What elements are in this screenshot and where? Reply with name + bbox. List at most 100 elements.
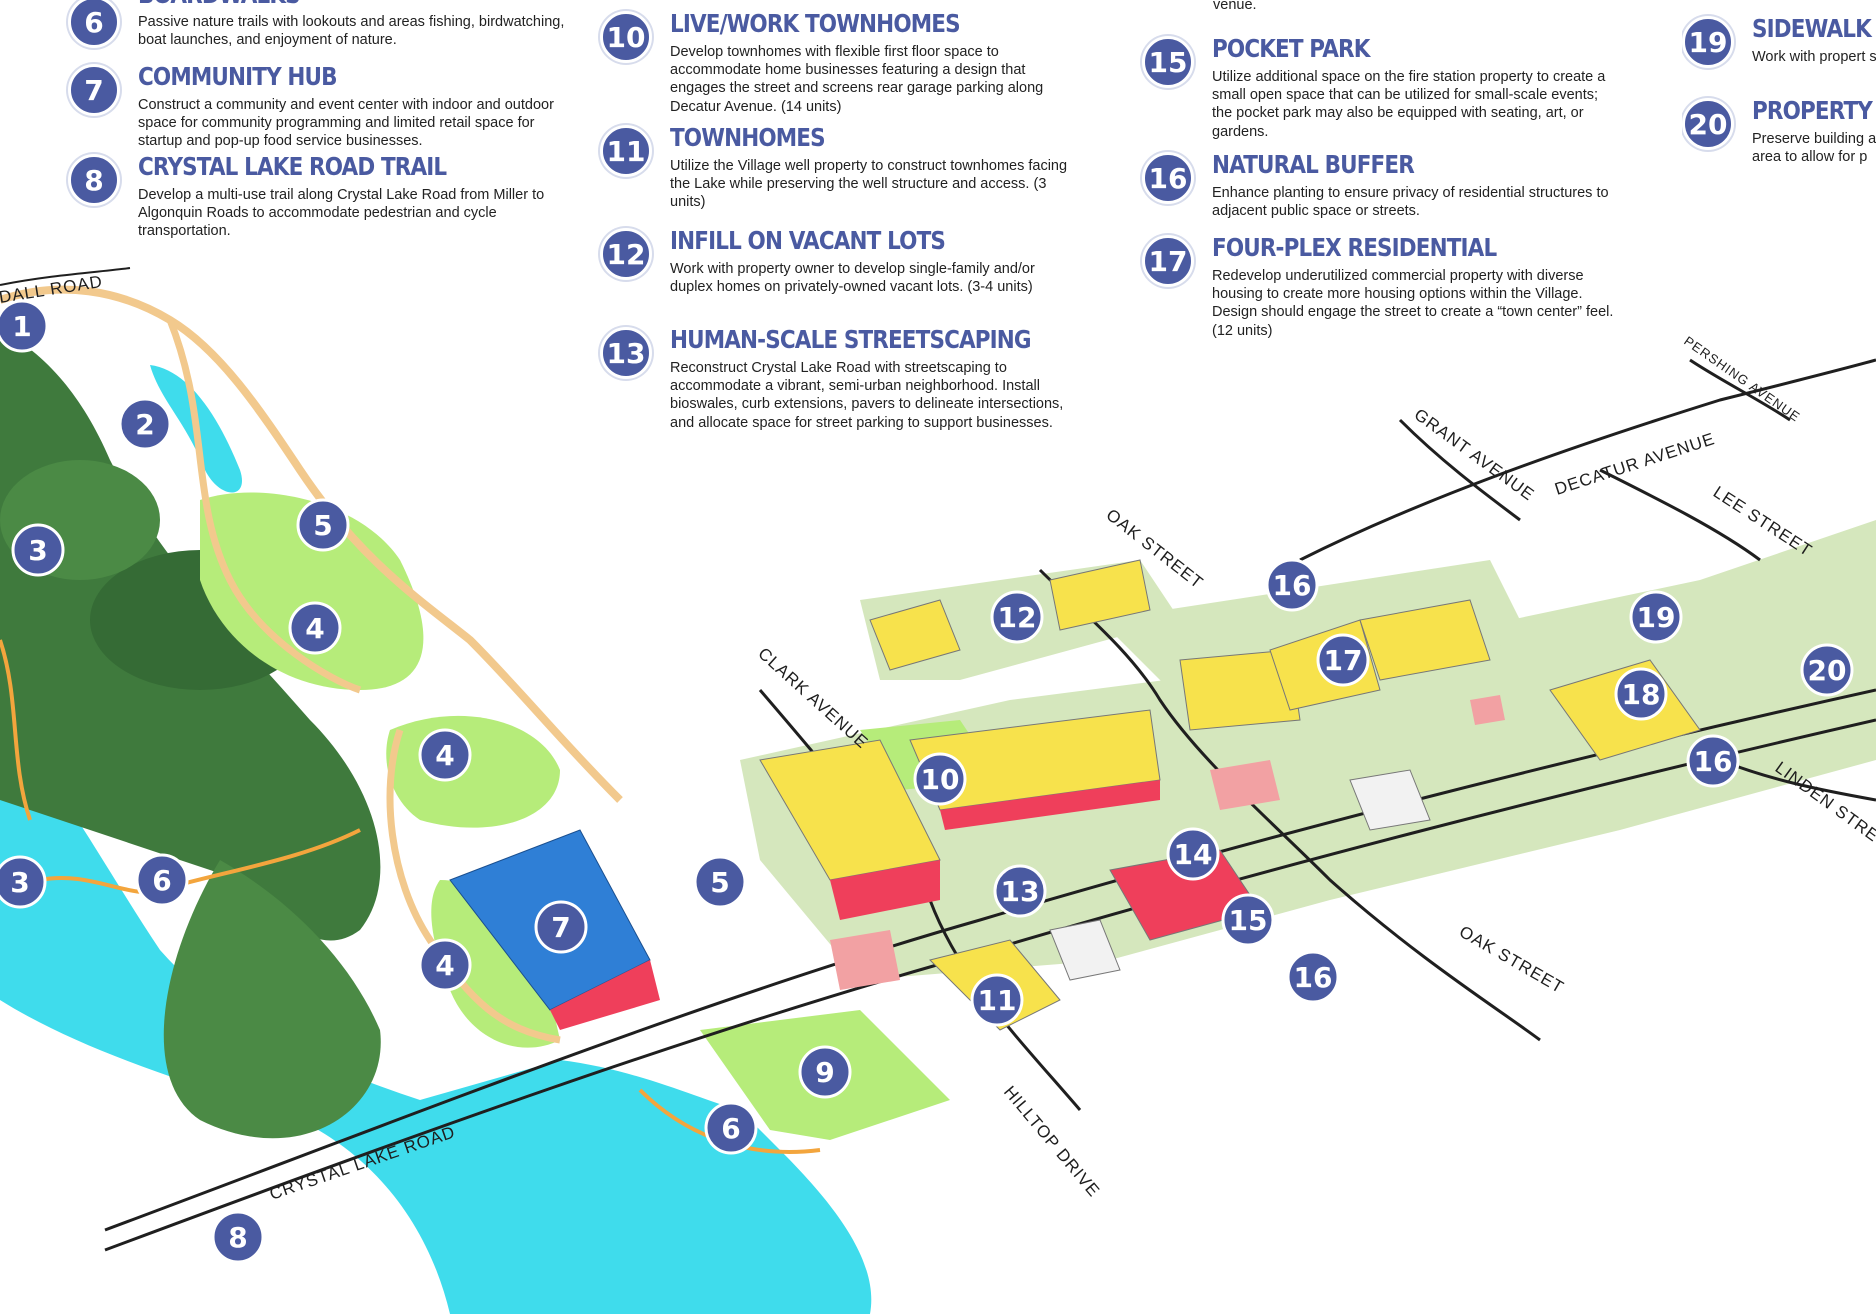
legend-badge: 10 xyxy=(600,11,652,63)
legend-item-16-natural-buffer: 16 NATURAL BUFFER Enhance planting to en… xyxy=(1142,150,1622,220)
map-marker-9: 9 xyxy=(798,1045,852,1099)
legend-badge: 8 xyxy=(68,154,120,206)
legend-title: COMMUNITY HUB xyxy=(138,62,338,91)
legend-item-13-human-scale-streetscaping: 13 HUMAN-SCALE STREETSCAPING Reconstruct… xyxy=(600,325,1070,445)
legend-badge: 15 xyxy=(1142,36,1194,88)
map-marker-19: 19 xyxy=(1629,590,1683,644)
map-marker-label: 1 xyxy=(12,310,31,343)
legend-badge: 20 xyxy=(1682,98,1734,150)
map-marker-label: 13 xyxy=(1001,875,1040,908)
street-label-oak-street-south: OAK STREET xyxy=(1456,922,1567,997)
legend-item-11-townhomes: 11 TOWNHOMES Utilize the Village well pr… xyxy=(600,123,1070,213)
map-marker-label: 6 xyxy=(721,1112,740,1145)
legend-badge: 6 xyxy=(68,0,120,48)
street-label-hilltop-drive: HILLTOP DRIVE xyxy=(1000,1082,1104,1200)
crystal-lake-road-north-edge xyxy=(104,688,1876,1232)
intersections xyxy=(830,695,1505,990)
map-marker-6: 6 xyxy=(135,853,189,907)
map-marker-label: 5 xyxy=(710,866,729,899)
map-marker-label: 18 xyxy=(1622,678,1661,711)
legend-description: Develop a multi-use trail along Crystal … xyxy=(138,187,545,240)
legend-badge: 7 xyxy=(68,64,120,116)
map-marker-1: 1 xyxy=(0,299,49,353)
map-marker-13: 13 xyxy=(993,864,1047,918)
map-marker-label: 10 xyxy=(921,763,960,796)
lake xyxy=(0,720,872,1314)
map-marker-label: 20 xyxy=(1808,654,1847,687)
legend-badge: 12 xyxy=(600,228,652,280)
map-marker-label: 2 xyxy=(135,408,154,441)
legend-item-6-boardwalks: 6 BOARDWALKS Passive nature trails with … xyxy=(68,0,588,64)
map-marker-16: 16 xyxy=(1265,558,1319,612)
map-marker-16: 16 xyxy=(1286,950,1340,1004)
legend-title: TOWNHOMES xyxy=(670,123,826,152)
map-marker-6: 6 xyxy=(704,1101,758,1155)
map-marker-10: 10 xyxy=(913,752,967,806)
map-marker-label: 16 xyxy=(1694,745,1733,778)
map-marker-3: 3 xyxy=(0,855,47,909)
legend-item-19-sidewalk-extension: 19 SIDEWALK EX Work with propert sides o… xyxy=(1682,14,1876,84)
map-marker-label: 16 xyxy=(1294,961,1333,994)
map-marker-20: 20 xyxy=(1800,643,1854,697)
legend-description: Preserve building a area to allow for p xyxy=(1752,131,1876,166)
cut-off-text-fragment: venue. xyxy=(1213,0,1257,13)
legend-item-20-property-oversight: 20 PROPERTY OV Preserve building a area … xyxy=(1682,96,1876,166)
legend-item-8-crystal-lake-road-trail: 8 CRYSTAL LAKE ROAD TRAIL Develop a mult… xyxy=(68,152,588,242)
legend-badge: 11 xyxy=(600,125,652,177)
legend-description: Develop townhomes with flexible first fl… xyxy=(670,44,1044,115)
map-marker-label: 8 xyxy=(228,1221,247,1254)
legend-description: Redevelop underutilized commercial prope… xyxy=(1212,268,1614,339)
legend-description: Enhance planting to ensure privacy of re… xyxy=(1212,185,1609,220)
map-marker-11: 11 xyxy=(970,973,1024,1027)
legend-title: PROPERTY OV xyxy=(1752,96,1876,125)
map-marker-16: 16 xyxy=(1686,734,1740,788)
map-marker-14: 14 xyxy=(1166,827,1220,881)
map-marker-4: 4 xyxy=(288,601,342,655)
legend-title: CRYSTAL LAKE ROAD TRAIL xyxy=(138,152,447,181)
map-marker-label: 19 xyxy=(1637,601,1676,634)
map-marker-15: 15 xyxy=(1221,893,1275,947)
map-marker-12: 12 xyxy=(990,590,1044,644)
map-marker-label: 4 xyxy=(435,739,454,772)
map-marker-label: 12 xyxy=(998,601,1037,634)
legend-item-10-live-work-townhomes: 10 LIVE/WORK TOWNHOMES Develop townhomes… xyxy=(600,9,1070,119)
map-marker-label: 16 xyxy=(1273,569,1312,602)
map-marker-label: 14 xyxy=(1174,838,1213,871)
legend-item-7-community-hub: 7 COMMUNITY HUB Construct a community an… xyxy=(68,62,588,152)
map-marker-label: 6 xyxy=(152,864,171,897)
legend-badge: 19 xyxy=(1682,16,1734,68)
legend-item-17-four-plex-residential: 17 FOUR-PLEX RESIDENTIAL Redevelop under… xyxy=(1142,233,1622,343)
legend-description: Utilize the Village well property to con… xyxy=(670,158,1068,211)
map-marker-label: 3 xyxy=(28,534,47,567)
map-marker-label: 4 xyxy=(435,949,454,982)
legend-item-15-pocket-park: 15 POCKET PARK Utilize additional space … xyxy=(1142,34,1622,144)
legend-badge: 16 xyxy=(1142,152,1194,204)
legend-description: Work with property owner to develop sing… xyxy=(670,261,1035,296)
street-label-pershing-avenue: PERSHING AVENUE xyxy=(1681,333,1803,425)
legend-description: Reconstruct Crystal Lake Road with stree… xyxy=(670,360,1064,431)
map-marker-3: 3 xyxy=(11,523,65,577)
legend-title: INFILL ON VACANT LOTS xyxy=(670,226,946,255)
map-marker-2: 2 xyxy=(118,397,172,451)
map-marker-label: 5 xyxy=(313,509,332,542)
map-marker-label: 15 xyxy=(1229,904,1268,937)
legend-description: Work with propert sides of Crystal Lak xyxy=(1752,49,1876,65)
map-marker-label: 7 xyxy=(551,911,570,944)
map-marker-18: 18 xyxy=(1614,667,1668,721)
legend-badge: 13 xyxy=(600,327,652,379)
legend-title: HUMAN-SCALE STREETSCAPING xyxy=(670,325,1032,354)
legend-description: Construct a community and event center w… xyxy=(138,97,554,150)
map-marker-label: 3 xyxy=(10,866,29,899)
legend-title: NATURAL BUFFER xyxy=(1212,150,1415,179)
legend-badge: 17 xyxy=(1142,235,1194,287)
legend-title: LIVE/WORK TOWNHOMES xyxy=(670,9,961,38)
street-label-lee-street: LEE STREET xyxy=(1710,482,1816,560)
legend-item-12-infill-on-vacant-lots: 12 INFILL ON VACANT LOTS Work with prope… xyxy=(600,226,1070,316)
legend-description: Utilize additional space on the fire sta… xyxy=(1212,69,1606,140)
trails xyxy=(0,285,821,1154)
map-marker-17: 17 xyxy=(1316,633,1370,687)
map-marker-label: 9 xyxy=(815,1056,834,1089)
map-marker-4: 4 xyxy=(418,938,472,992)
